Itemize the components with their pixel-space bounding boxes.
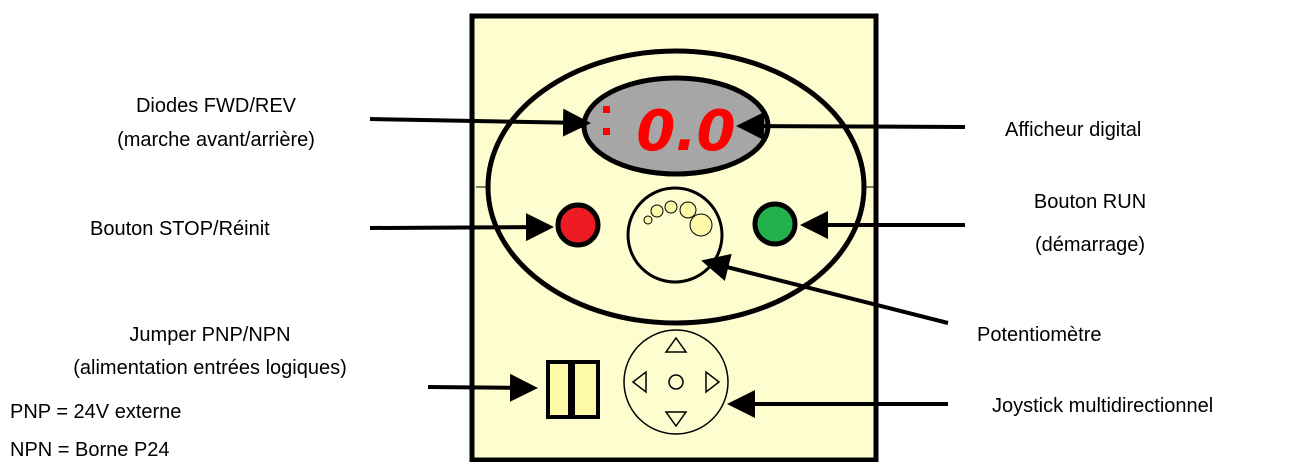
stop-button[interactable] [558, 205, 598, 245]
jumper-label-title: Jumper PNP/NPN [45, 323, 375, 347]
jumper-arrow [428, 387, 532, 388]
fwd-diode [603, 106, 610, 113]
run-label-title: Bouton RUN [990, 190, 1190, 214]
display-label: Afficheur digital [1005, 118, 1141, 142]
run-button[interactable] [755, 204, 795, 244]
joystick-label: Joystick multidirectionnel [992, 394, 1213, 418]
diodes-label-title: Diodes FWD/REV [56, 94, 376, 118]
joystick-center[interactable] [669, 375, 683, 389]
stop-label: Bouton STOP/Réinit [90, 217, 270, 241]
potentiometer-label: Potentiomètre [977, 323, 1102, 347]
stop-arrow [370, 227, 548, 228]
run-label-sub: (démarrage) [990, 233, 1190, 257]
npn-label: NPN = Borne P24 [10, 438, 170, 462]
rev-diode [603, 128, 610, 135]
display-digits: 0.0 [636, 99, 735, 164]
pnp-label: PNP = 24V externe [10, 400, 181, 424]
diodes-label-sub: (marche avant/arrière) [56, 128, 376, 152]
pnp-npn-jumper[interactable] [548, 362, 598, 417]
joystick[interactable] [624, 330, 728, 434]
display-arrow [742, 126, 965, 127]
jumper-label-sub: (alimentation entrées logiques) [15, 356, 405, 380]
